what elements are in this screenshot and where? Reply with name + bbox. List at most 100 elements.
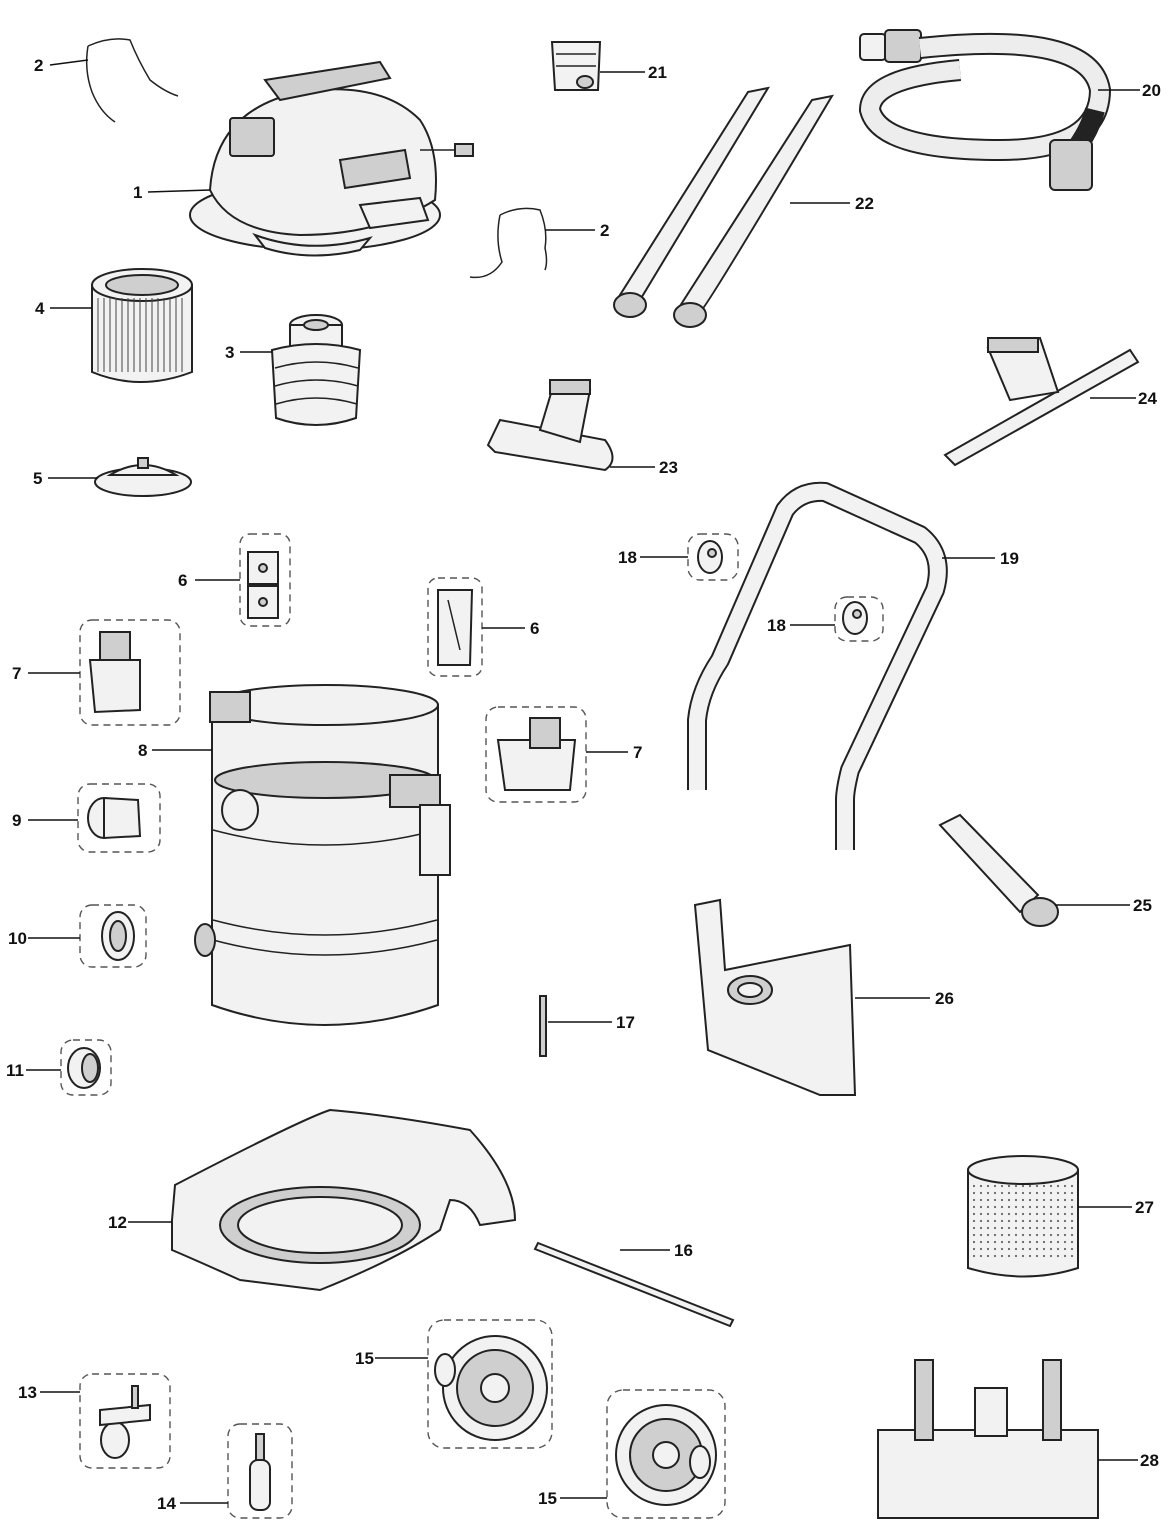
foam-pore [1014,1254,1018,1258]
foam-pore [979,1184,983,1188]
callout-26: 26 [935,989,954,1008]
foam-pore [1042,1226,1046,1230]
foam-pore [1035,1247,1039,1251]
foam-pore [1056,1219,1060,1223]
foam-pore [1028,1219,1032,1223]
foam-pore [1070,1219,1074,1223]
foam-pore [1000,1191,1004,1195]
foam-pore [986,1219,990,1223]
callout-labels: 1 2 2 3 4 5 6 6 7 7 8 9 10 11 12 13 14 1… [6,56,1161,1513]
foam-pore [1056,1254,1060,1258]
foam-pore [1007,1226,1011,1230]
foam-pore [1014,1212,1018,1216]
foam-pore [1042,1212,1046,1216]
foam-pore [1021,1212,1025,1216]
foam-pore [1028,1212,1032,1216]
foam-pore [972,1184,976,1188]
foam-pore [1049,1184,1053,1188]
foam-pore [1014,1191,1018,1195]
foam-pore [1035,1219,1039,1223]
foam-pore [1070,1198,1074,1202]
foam-pore [972,1212,976,1216]
foam-pore [993,1198,997,1202]
foam-pore [993,1233,997,1237]
foam-pore [1056,1205,1060,1209]
foam-pore [1007,1240,1011,1244]
foam-pore [1007,1184,1011,1188]
callout-27: 27 [1135,1198,1154,1217]
foam-pore [979,1198,983,1202]
flexible-hose [858,29,1112,191]
foam-pore [1028,1184,1032,1188]
foam-pore [1056,1226,1060,1230]
bag-kit [877,1359,1099,1519]
foam-pore [1070,1184,1074,1188]
foam-pore [979,1247,983,1251]
cartridge-filter [91,268,193,383]
foam-pore [1070,1226,1074,1230]
foam-pore [1049,1226,1053,1230]
foam-pore [1063,1205,1067,1209]
floor-nozzle [486,379,614,472]
foam-pore [1028,1247,1032,1251]
foam-pore [1028,1254,1032,1258]
foam-pore [986,1240,990,1244]
foam-pore [979,1226,983,1230]
foam-pore [1049,1233,1053,1237]
extension-wands [613,86,835,328]
foam-pore [1021,1184,1025,1188]
callout-1: 1 [133,183,142,202]
foam-pore [1028,1198,1032,1202]
callout-15-lower: 15 [538,1489,557,1508]
foam-pore [986,1191,990,1195]
foam-pore [1014,1184,1018,1188]
foam-pore [1007,1198,1011,1202]
callout-13: 13 [18,1383,37,1402]
foam-pore [1063,1247,1067,1251]
callout-21: 21 [648,63,667,82]
drain-cap [60,1039,112,1096]
foam-pore [986,1198,990,1202]
foam-pore [986,1233,990,1237]
foam-pore [1049,1254,1053,1258]
foam-pore [1042,1240,1046,1244]
foam-pore [1021,1247,1025,1251]
foam-pore [1014,1205,1018,1209]
foam-pore [972,1240,976,1244]
callout-20: 20 [1142,81,1161,100]
foam-pore [1021,1233,1025,1237]
foam-pore [1042,1233,1046,1237]
foam-pore [1007,1247,1011,1251]
foam-pore [1007,1219,1011,1223]
callout-15-upper: 15 [355,1349,374,1368]
filter-lid [94,457,192,497]
foam-pore [1035,1198,1039,1202]
foam-pore [1035,1226,1039,1230]
motor-head [189,60,474,257]
foam-pore [1000,1233,1004,1237]
foam-pore [1028,1240,1032,1244]
foam-pore [979,1233,983,1237]
callout-28: 28 [1140,1451,1159,1470]
foam-pore [1042,1184,1046,1188]
foam-pore [972,1191,976,1195]
foam-pore [979,1191,983,1195]
hose-adapter [550,41,602,91]
foam-pore [1021,1198,1025,1202]
callout-16: 16 [674,1241,693,1260]
collection-tank [194,684,451,1026]
foam-pore [1063,1219,1067,1223]
foam-pore [986,1254,990,1258]
foam-pore [972,1226,976,1230]
foam-pore [1063,1226,1067,1230]
callout-25: 25 [1133,896,1152,915]
foam-pore [986,1184,990,1188]
clip-latch-side [427,577,483,677]
foam-pore [1028,1233,1032,1237]
foam-pore [1042,1198,1046,1202]
foam-pore [1007,1254,1011,1258]
callout-4: 4 [35,299,45,318]
foam-pore [1000,1198,1004,1202]
foam-sleeve [967,1155,1079,1278]
